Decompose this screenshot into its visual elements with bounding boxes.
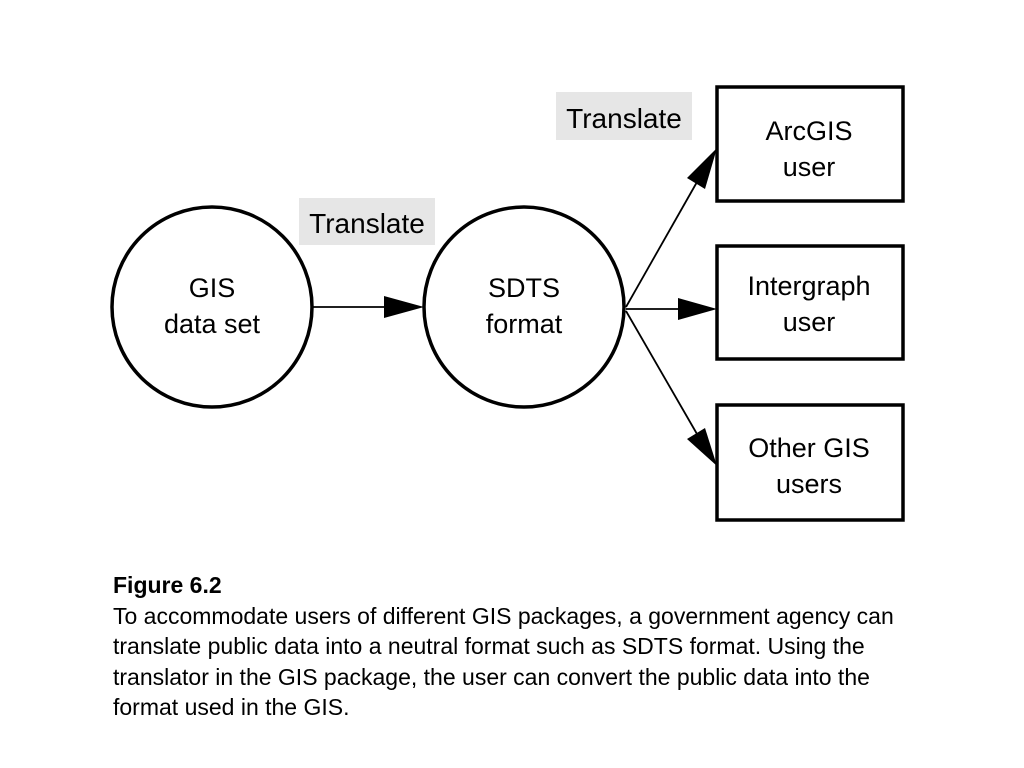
arrow-sdts-to-other [625,310,717,466]
flow-diagram: Translate Translate GIS data set SDTS fo… [110,85,905,522]
translate-label-1: Translate [309,208,425,239]
gis-data-set-node: GIS data set [110,205,314,409]
intergraph-user-line2: user [783,307,836,337]
gis-data-set-line1: GIS [189,273,236,303]
caption-body: To accommodate users of different GIS pa… [113,602,894,721]
arrow-sdts-to-arcgis [625,148,717,308]
translate-label-2: Translate [566,103,682,134]
arcgis-user-box: ArcGIS user [715,85,905,203]
sdts-format-node: SDTS format [422,205,626,409]
translate-label-2-bg [556,92,692,140]
intergraph-user-box: Intergraph user [715,244,905,361]
other-gis-users-line1: Other GIS [748,433,870,463]
caption-title: Figure 6.2 [113,572,222,598]
arrow-source-to-sdts [312,296,424,318]
figure-caption: Figure 6.2 To accommodate users of diffe… [113,570,913,723]
translate-label-1-bg [299,198,435,245]
intergraph-user-line1: Intergraph [747,271,870,301]
other-gis-users-box: Other GIS users [715,403,905,522]
sdts-format-line2: format [486,309,563,339]
arcgis-user-line1: ArcGIS [765,116,852,146]
gis-data-set-line2: data set [164,309,261,339]
sdts-format-line1: SDTS [488,273,560,303]
arcgis-user-line2: user [783,152,836,182]
arrow-sdts-to-intergraph [626,298,717,320]
other-gis-users-line2: users [776,469,842,499]
